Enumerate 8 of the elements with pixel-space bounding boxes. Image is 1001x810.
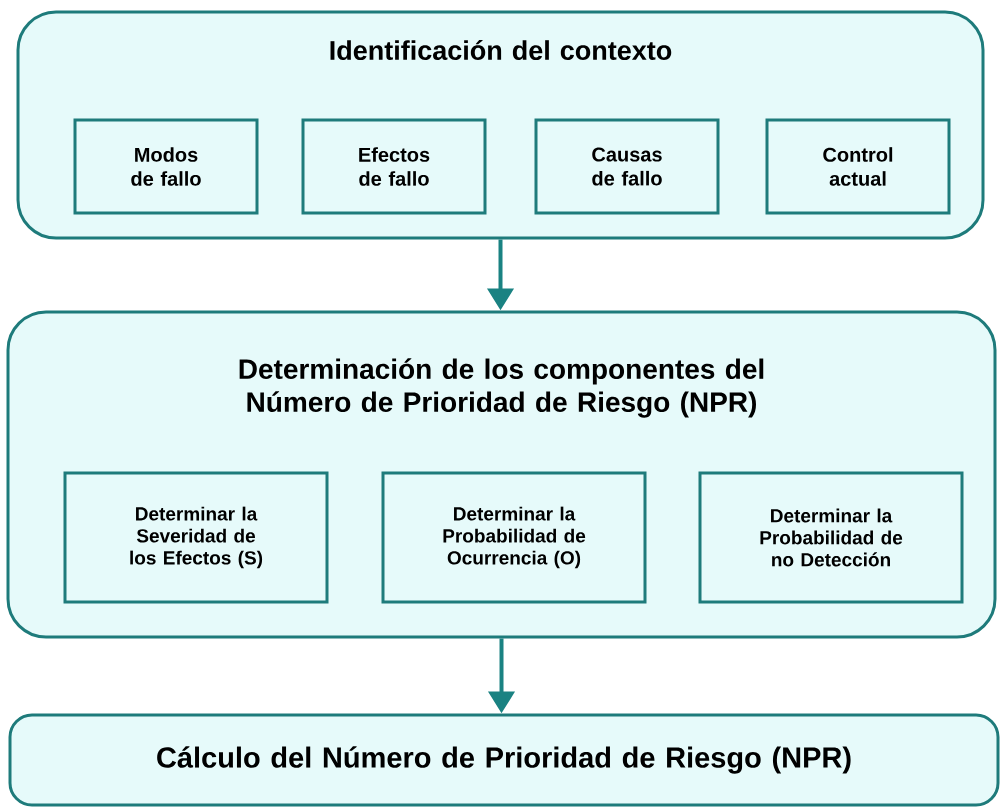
- process-box: Determinar la Probabilidad de no Detección: [698, 471, 964, 604]
- process-box: Determinar la Probabilidad de Ocurrencia (O): [381, 471, 647, 604]
- process-box: Control actual: [765, 118, 951, 215]
- process-box: Causas de fallo: [534, 118, 720, 215]
- process-box: Efectos de fallo: [301, 118, 487, 215]
- process-box: Determinar la Severidad de los Efectos (S): [63, 471, 329, 604]
- result-box: Cálculo del Número de Prioridad de Riesgo (NPR): [8, 713, 1000, 807]
- process-box: Modos de fallo: [73, 118, 259, 215]
